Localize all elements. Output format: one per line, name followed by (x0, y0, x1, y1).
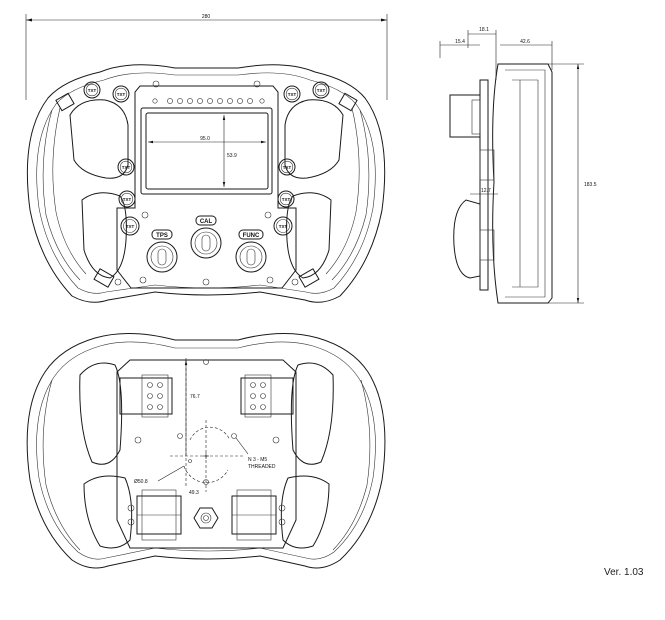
paddle-mount-left (119, 374, 173, 418)
center-plate (116, 85, 297, 289)
rear-dim-diameter: Ø50.8 (134, 479, 148, 485)
right-grip-opening-lower (286, 192, 332, 279)
txt-button: TXT (273, 216, 293, 236)
quick-release-connector (193, 507, 219, 529)
tps-knob: TPS (146, 229, 178, 273)
hub-pattern (170, 358, 244, 492)
version-label: Ver. 1.03 (604, 567, 644, 578)
rear-grip-left-upper (79, 362, 123, 465)
thread-note-2: THREADED (248, 464, 276, 470)
side-view: 18.1 15.4 42.6 183.5 12.7 (439, 27, 597, 304)
clutch-mount-left (136, 489, 182, 541)
svg-text:TXT: TXT (282, 197, 291, 202)
display-height-label: 53.9 (227, 153, 237, 159)
side-dim-4: 183.5 (584, 182, 597, 188)
svg-text:TXT: TXT (283, 165, 292, 170)
txt-button: TXT (312, 81, 330, 99)
txt-button: TXT (118, 190, 136, 208)
svg-text:TXT: TXT (288, 92, 297, 97)
rear-dim-height: 76.7 (190, 394, 200, 400)
left-grip-opening-upper (69, 99, 129, 179)
display-bezel (140, 107, 273, 195)
svg-text:TXT: TXT (317, 88, 326, 93)
right-grip-opening-upper (284, 99, 344, 179)
cal-label: CAL (200, 219, 213, 225)
side-dim-5: 12.7 (481, 188, 491, 194)
txt-button: TXT (83, 81, 101, 99)
svg-text:TXT: TXT (117, 92, 126, 97)
cal-knob: CAL (190, 215, 222, 259)
txt-button: TXT (112, 85, 130, 103)
svg-text:TXT: TXT (279, 224, 288, 229)
func-label: FUNC (243, 233, 260, 239)
rear-grip-right-upper (290, 362, 334, 465)
front-view: 280 (25, 14, 388, 303)
svg-text:TXT: TXT (122, 165, 131, 170)
tps-label: TPS (156, 233, 168, 239)
rear-view: 76.7 Ø50.8 49.3 N 3 - M5 THREADED (26, 333, 386, 569)
front-screws (114, 80, 299, 286)
paddle-mount-right (240, 374, 294, 418)
rear-dimensions: 76.7 Ø50.8 49.3 N 3 - M5 THREADED (134, 360, 276, 496)
svg-text:TXT: TXT (88, 88, 97, 93)
side-dim-3: 42.6 (520, 39, 530, 45)
rear-grip-left-lower (83, 475, 133, 549)
shift-led-row (152, 98, 265, 104)
rear-outline (26, 333, 386, 569)
left-grip-opening-lower (81, 192, 127, 279)
side-dim-2: 15.4 (455, 39, 465, 45)
thread-note-1: N 3 - M5 (248, 457, 267, 463)
side-dimensions: 18.1 15.4 42.6 183.5 12.7 (439, 27, 597, 304)
txt-button: TXT (120, 216, 140, 236)
clutch-mount-right (231, 489, 277, 541)
func-knob: FUNC (235, 229, 267, 273)
rear-dim-offset: 49.3 (189, 490, 199, 496)
txt-buttons: TXT TXT TXT TXT TXT TXT TXT TXT (83, 81, 330, 236)
txt-button: TXT (283, 85, 301, 103)
side-dim-1: 18.1 (479, 27, 489, 33)
width-dim-label: 280 (202, 14, 211, 20)
width-dimension: 280 (25, 14, 388, 100)
side-paddle (453, 199, 481, 279)
side-plate (479, 79, 489, 291)
display-dimensions: 95.0 53.9 (148, 115, 266, 187)
side-hub (449, 94, 481, 138)
svg-text:TXT: TXT (123, 197, 132, 202)
rotary-knobs: TPS CAL FUNC (146, 215, 267, 273)
rear-grip-right-lower (280, 475, 330, 549)
rear-screws (127, 359, 286, 526)
side-body (492, 63, 553, 304)
txt-button: TXT (117, 158, 135, 176)
rear-plate (116, 359, 297, 549)
display-width-label: 95.0 (200, 136, 210, 142)
svg-text:TXT: TXT (126, 224, 135, 229)
txt-button: TXT (277, 190, 295, 208)
display-screen (145, 112, 269, 190)
wheel-outline (26, 64, 386, 303)
txt-button: TXT (278, 158, 296, 176)
